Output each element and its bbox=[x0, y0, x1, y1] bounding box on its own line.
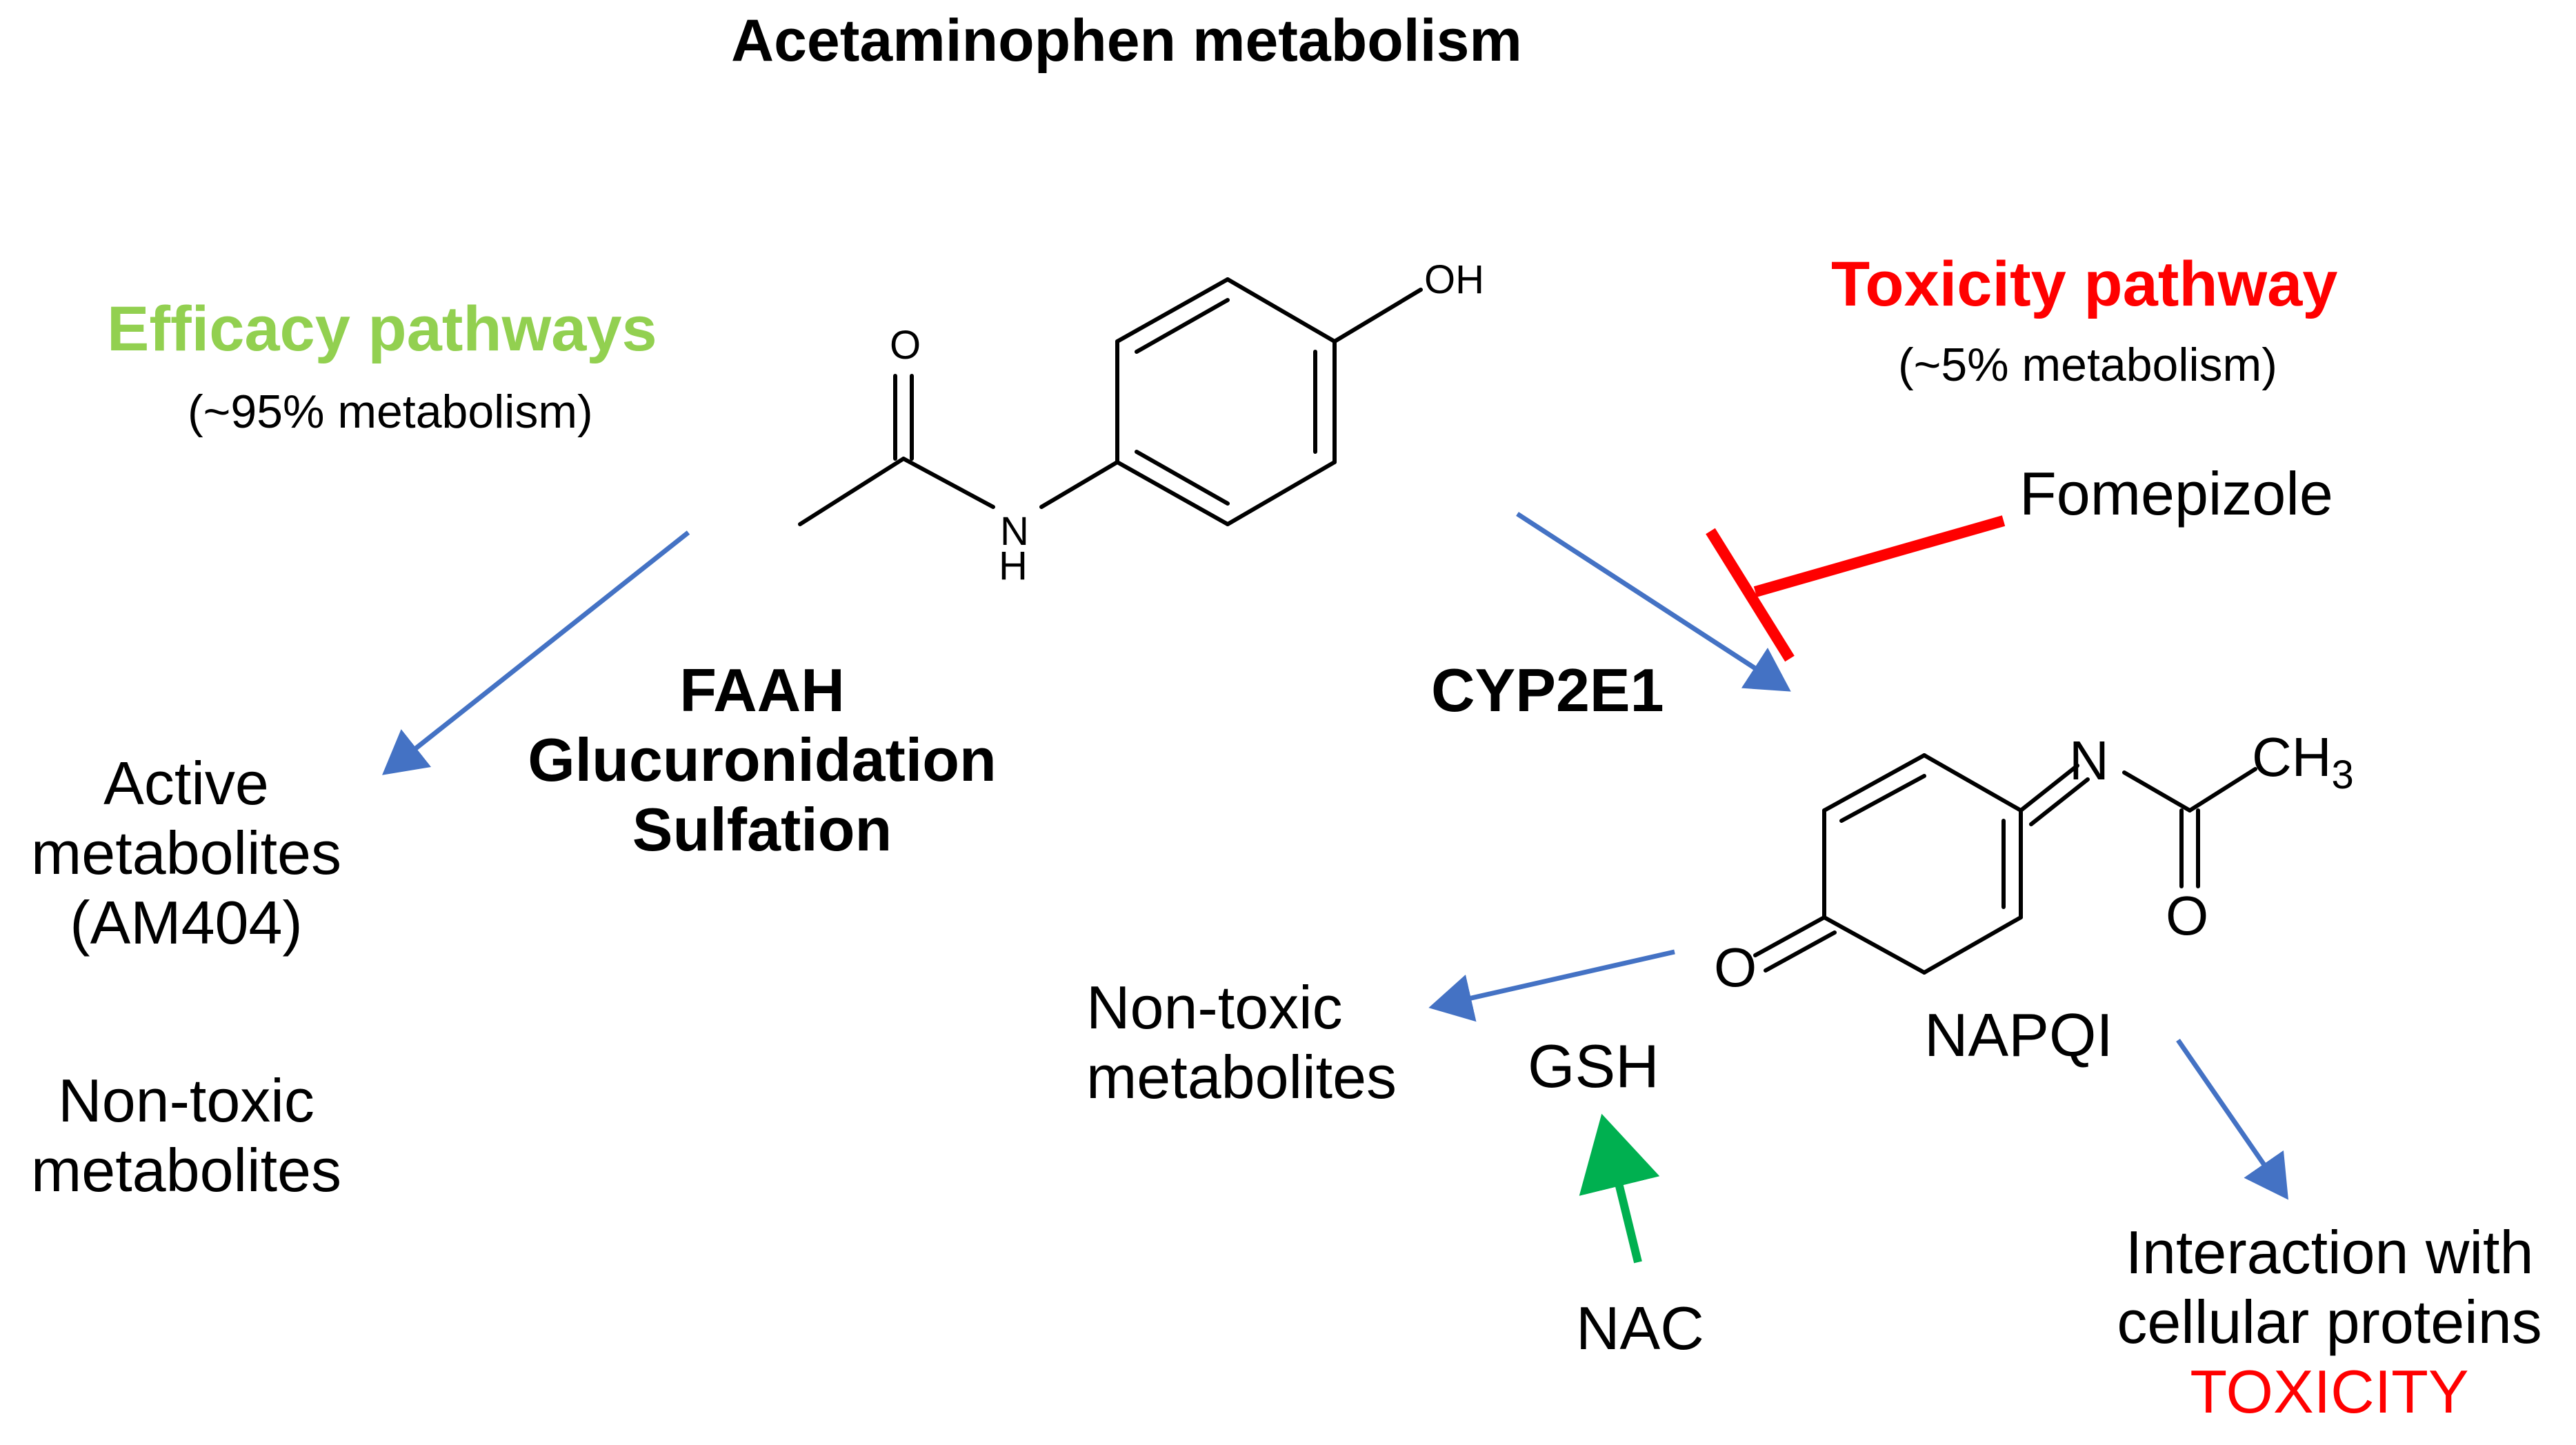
nac-label: NAC bbox=[1576, 1294, 1704, 1362]
methyl-bond bbox=[2188, 767, 2257, 813]
ring-bond bbox=[1922, 753, 2023, 813]
atom-ch3: CH3 bbox=[2252, 726, 2354, 797]
detox-nontoxic-line2: metabolites bbox=[1086, 1043, 1397, 1112]
detox-nontoxic-line1: Non-toxic bbox=[1086, 973, 1343, 1042]
efficacy-enzymes: FAAH Glucuronidation Sulfation bbox=[486, 655, 1038, 865]
atom-ch3-subscript: 3 bbox=[2332, 753, 2354, 797]
toxicity-outcome-label: TOXICITY bbox=[2190, 1357, 2469, 1426]
inhibitor-label: Fomepizole bbox=[2019, 459, 2333, 528]
n-bond bbox=[1039, 460, 1119, 509]
atom-o-carbonyl: O bbox=[890, 323, 921, 368]
cyp2e1-arrow bbox=[1516, 512, 1791, 692]
napqi-label: NAPQI bbox=[1924, 1001, 2113, 1069]
outcome-line2: cellular proteins bbox=[2117, 1288, 2542, 1357]
ring-bond bbox=[1226, 460, 1337, 526]
detox-nontoxic-metabolites: Non-toxic metabolites bbox=[1086, 973, 1397, 1112]
acetaminophen-structure bbox=[798, 277, 1423, 526]
atom-oh: OH bbox=[1424, 257, 1484, 302]
active-metabolites: Active metabolites (AM404) bbox=[0, 748, 372, 958]
ring-bond bbox=[1115, 460, 1230, 526]
quinone-carbonyl-bond bbox=[1753, 915, 1826, 957]
atom-h-amide: H bbox=[999, 544, 1028, 588]
toxicity-percent: (~5% metabolism) bbox=[1898, 339, 2277, 391]
atom-n-amide: N bbox=[1000, 509, 1029, 554]
efficacy-nontoxic-line1: Non-toxic bbox=[58, 1066, 314, 1135]
imine-bond bbox=[2019, 764, 2079, 813]
ring-double-bond bbox=[1135, 298, 1230, 354]
enzyme-faah: FAAH bbox=[679, 656, 845, 724]
napqi-structure bbox=[1753, 753, 2257, 975]
atom-o-acyl: O bbox=[2166, 885, 2208, 946]
oh-bond bbox=[1332, 288, 1423, 343]
atom-ch3-main: CH bbox=[2252, 726, 2332, 788]
active-metabolites-line1: Active bbox=[103, 749, 269, 817]
outcome-line1: Interaction with bbox=[2125, 1218, 2534, 1286]
atom-o-quinone: O bbox=[1714, 937, 1757, 998]
n-acyl-bond bbox=[2122, 770, 2192, 813]
enzyme-sulfation: Sulfation bbox=[632, 795, 892, 864]
ring-bond bbox=[1922, 915, 2023, 975]
ring-bond bbox=[1822, 915, 1926, 975]
active-metabolites-line2: metabolites bbox=[30, 819, 341, 888]
imine-bond bbox=[2029, 777, 2090, 826]
gsh-label: GSH bbox=[1528, 1032, 1659, 1100]
ring-double-bond bbox=[1135, 450, 1230, 506]
ring-bond bbox=[1226, 277, 1337, 343]
detox-arrow bbox=[1428, 949, 1675, 1022]
ring-bond bbox=[1115, 277, 1230, 343]
toxicity-enzyme: CYP2E1 bbox=[1431, 656, 1664, 724]
methyl-bond bbox=[798, 457, 906, 526]
toxicity-heading: Toxicity pathway bbox=[1831, 249, 2338, 319]
ring-double-bond bbox=[1839, 774, 1926, 823]
ring-bond bbox=[1822, 753, 1926, 813]
toxicity-outcome: Interaction with cellular proteins TOXIC… bbox=[2083, 1217, 2576, 1427]
amide-bond bbox=[901, 457, 995, 509]
diagram-title: Acetaminophen metabolism bbox=[731, 8, 1522, 74]
nac-to-gsh-arrow bbox=[1579, 1113, 1660, 1264]
fomepizole-inhibition-line bbox=[1753, 515, 2006, 597]
efficacy-nontoxic-line2: metabolites bbox=[30, 1136, 341, 1205]
enzyme-glucuronidation: Glucuronidation bbox=[528, 726, 997, 795]
atom-n-imine: N bbox=[2069, 730, 2109, 791]
active-metabolites-line3: (AM404) bbox=[70, 888, 303, 957]
efficacy-arrow bbox=[382, 530, 690, 775]
efficacy-nontoxic-metabolites: Non-toxic metabolites bbox=[0, 1066, 372, 1205]
efficacy-heading: Efficacy pathways bbox=[107, 294, 657, 364]
quinone-carbonyl-bond bbox=[1764, 930, 1837, 973]
efficacy-percent: (~95% metabolism) bbox=[188, 386, 593, 438]
fomepizole-inhibition-bar bbox=[1706, 528, 1795, 662]
toxicity-arrow bbox=[2176, 1039, 2288, 1200]
